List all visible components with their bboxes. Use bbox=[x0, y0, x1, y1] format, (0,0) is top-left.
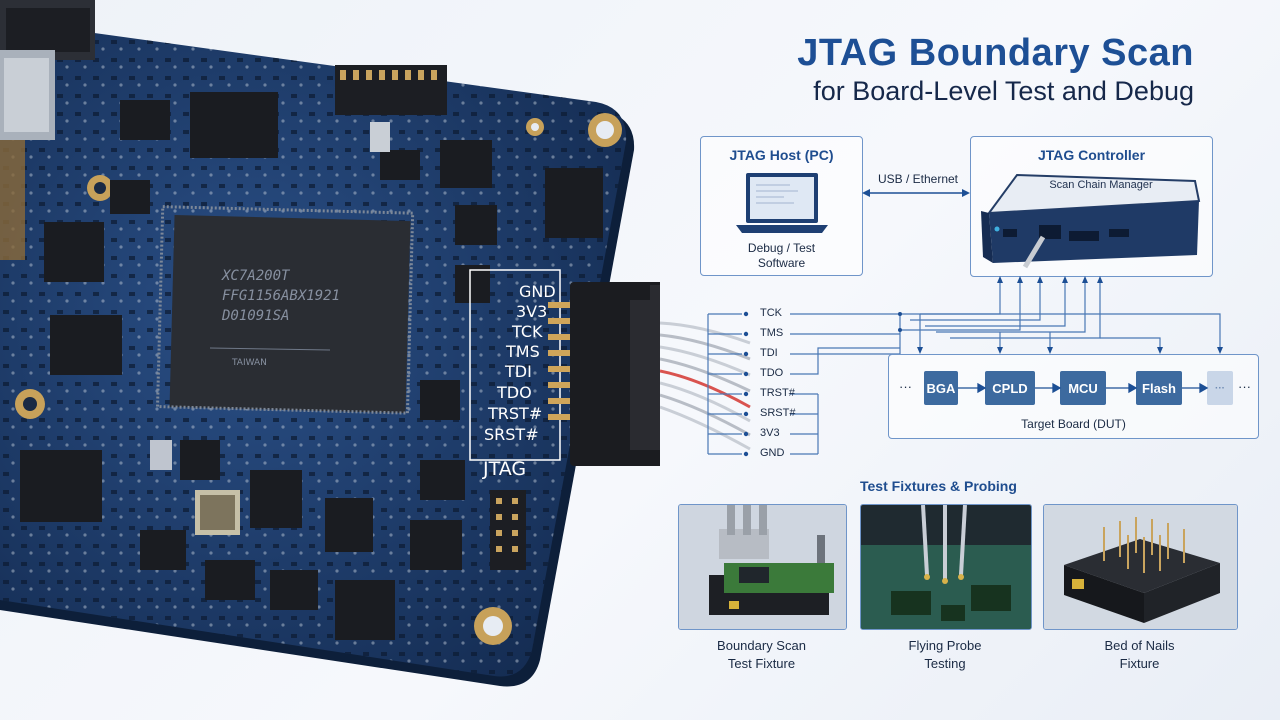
ribbon-cable bbox=[660, 321, 751, 451]
signal-trst: TRST# bbox=[760, 387, 795, 399]
chain-ellipsis-right: ··· bbox=[1238, 379, 1251, 394]
pcb-pin-tdi: TDI bbox=[505, 362, 532, 381]
jtag-host-title: JTAG Host (PC) bbox=[729, 147, 834, 163]
signal-tms: TMS bbox=[760, 327, 784, 339]
pcb-pin-tck: TCK bbox=[512, 322, 543, 341]
flying-probe-icon bbox=[860, 504, 1032, 630]
fixture-caption-3: Bed of Nails Fixture bbox=[1043, 637, 1236, 673]
page-subtitle: for Board-Level Test and Debug bbox=[813, 76, 1194, 106]
pcb-jtag-label: JTAG bbox=[483, 458, 527, 480]
pcb-pin-3v3: 3V3 bbox=[516, 302, 548, 321]
target-board-box: ··· BGA CPLD MCU Flash ··· ··· Target Bo… bbox=[888, 354, 1259, 439]
target-board-label: Target Board (DUT) bbox=[1021, 417, 1126, 431]
chain-ellipsis-left: ··· bbox=[899, 379, 912, 394]
fpga-marking-3: D01091SA bbox=[221, 308, 289, 324]
signal-srst: SRST# bbox=[760, 407, 796, 419]
chain-arrows bbox=[958, 382, 1209, 394]
pcb-pin-tdo: TDO bbox=[497, 383, 532, 402]
fixture-caption-1: Boundary Scan Test Fixture bbox=[678, 637, 845, 673]
pcb-pin-tms: TMS bbox=[506, 342, 540, 361]
controller-device-icon bbox=[981, 173, 1201, 269]
signal-tck: TCK bbox=[760, 307, 782, 319]
boundary-scan-fixture-icon bbox=[678, 504, 847, 630]
chain-chip-mcu: MCU bbox=[1060, 371, 1106, 405]
bed-of-nails-icon bbox=[1043, 504, 1238, 630]
fpga-marking-1: XC7A200T bbox=[221, 268, 291, 284]
host-software-line2: Software bbox=[757, 256, 806, 270]
fixture-caption-2-line2: Testing bbox=[924, 656, 966, 671]
fixture-caption-2-line1: Flying Probe bbox=[908, 638, 982, 653]
signal-3v3: 3V3 bbox=[760, 427, 780, 439]
signal-tdi: TDI bbox=[760, 347, 778, 359]
signal-tdo: TDO bbox=[760, 367, 784, 379]
fixtures-heading: Test Fixtures & Probing bbox=[860, 478, 1017, 494]
fixture-caption-3-line2: Fixture bbox=[1119, 656, 1160, 671]
chain-chip-cpld: CPLD bbox=[985, 371, 1035, 405]
laptop-icon bbox=[736, 173, 828, 233]
fpga-marking-2: FFG1156ABX1921 bbox=[222, 288, 340, 304]
pcb-board-illustration: XC7A200T FFG1156ABX1921 D01091SA TAIWAN bbox=[0, 0, 660, 687]
fixture-caption-1-line1: Boundary Scan bbox=[717, 638, 806, 653]
signal-gnd: GND bbox=[760, 447, 785, 459]
pcb-pin-srst: SRST# bbox=[484, 425, 539, 444]
fixture-caption-2: Flying Probe Testing bbox=[860, 637, 1030, 673]
controller-device-label: Scan Chain Manager bbox=[1049, 179, 1153, 191]
chain-chip-flash: Flash bbox=[1136, 371, 1182, 405]
jtag-controller-title: JTAG Controller bbox=[1037, 147, 1146, 163]
jtag-controller-box: JTAG Controller Scan Chain Manager bbox=[970, 136, 1213, 277]
signal-wiring bbox=[707, 276, 1223, 457]
jtag-host-box: JTAG Host (PC) Debug / Test Software bbox=[700, 136, 863, 276]
chain-chip-more: ··· bbox=[1207, 371, 1233, 405]
fixture-caption-1-line2: Test Fixture bbox=[727, 656, 796, 671]
link-label: USB / Ethernet bbox=[877, 172, 959, 186]
fpga-marking-4: TAIWAN bbox=[231, 358, 267, 368]
pcb-pin-trst: TRST# bbox=[488, 404, 543, 423]
pcb-pin-gnd: GND bbox=[519, 282, 556, 301]
pcb-svg: XC7A200T FFG1156ABX1921 D01091SA TAIWAN bbox=[0, 0, 660, 687]
fixture-caption-3-line1: Bed of Nails bbox=[1104, 638, 1175, 653]
host-software-line1: Debug / Test bbox=[747, 241, 816, 255]
chain-chip-bga: BGA bbox=[924, 371, 958, 405]
link-arrow bbox=[862, 189, 970, 197]
page-title: JTAG Boundary Scan bbox=[797, 32, 1194, 74]
